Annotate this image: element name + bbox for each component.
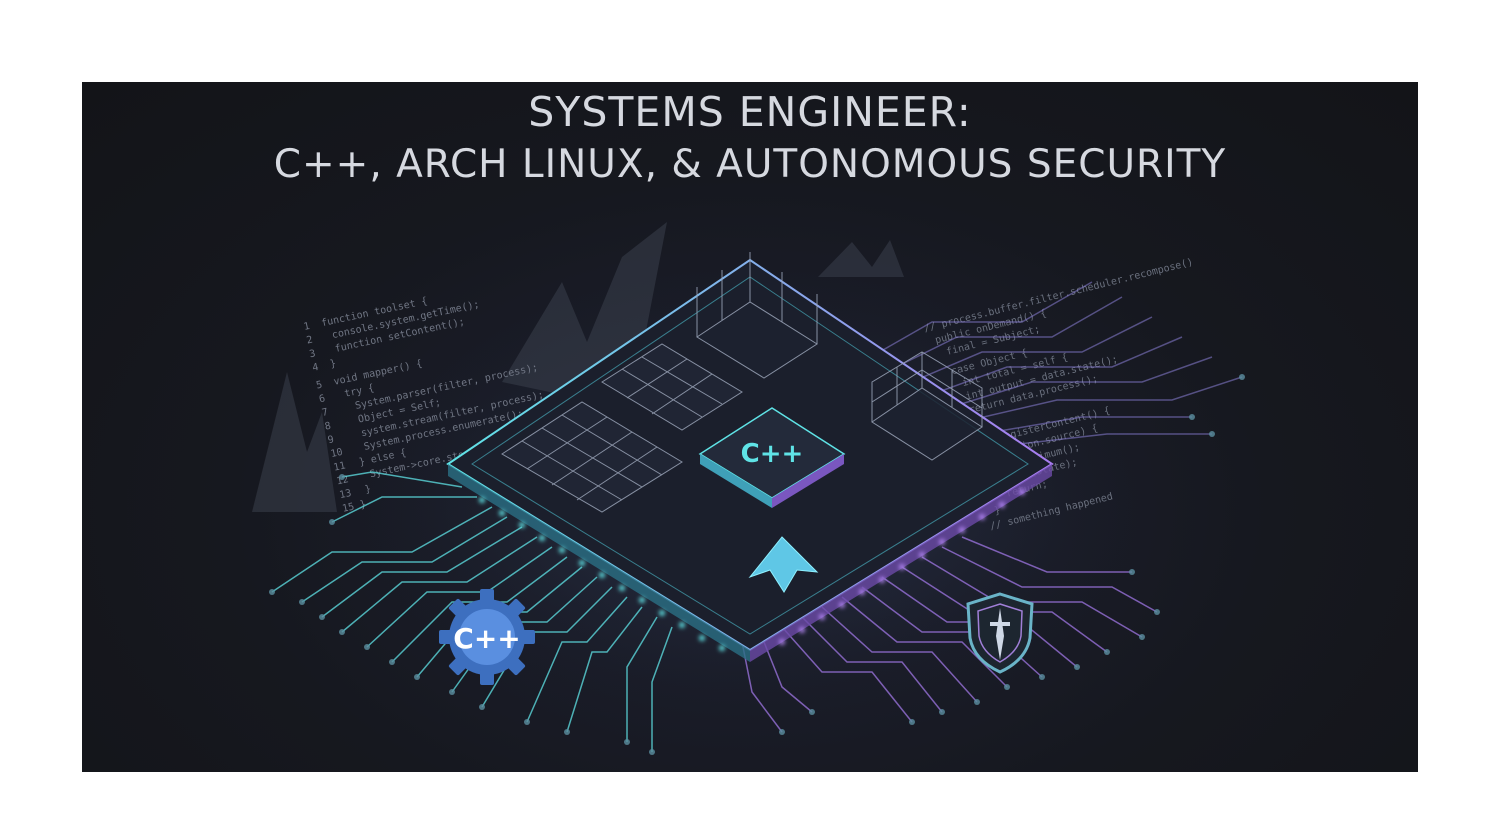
svg-text:2: 2 xyxy=(306,335,314,347)
svg-text:3: 3 xyxy=(308,348,316,360)
svg-text:}: } xyxy=(359,499,367,511)
svg-text:4: 4 xyxy=(311,362,319,374)
chip-modules xyxy=(501,252,983,513)
svg-text:}: } xyxy=(329,358,337,370)
svg-text:// process.buffer.filter.sched: // process.buffer.filter.scheduler.recom… xyxy=(923,257,1194,335)
chip-cpp-label: C++ xyxy=(741,439,804,469)
hero-banner: SYSTEMS ENGINEER: C++, ARCH LINUX, & AUT… xyxy=(82,82,1418,772)
via-dots xyxy=(269,374,1245,755)
chip-pins xyxy=(479,489,1025,651)
arch-linux-icon xyxy=(748,536,819,593)
svg-text:}: } xyxy=(993,505,1002,517)
title-line-1: SYSTEMS ENGINEER: xyxy=(528,88,972,136)
svg-text:11: 11 xyxy=(333,460,347,473)
title-line-2: C++, ARCH LINUX, & AUTONOMOUS SECURITY xyxy=(273,142,1227,187)
gear-cpp-label: C++ xyxy=(453,622,520,655)
svg-text:8: 8 xyxy=(324,421,332,433)
cpp-chip-icon: C++ xyxy=(698,407,846,508)
svg-text:13: 13 xyxy=(338,488,352,501)
circuit-traces xyxy=(271,281,1243,752)
svg-text:7: 7 xyxy=(321,407,329,419)
shield-dagger-icon xyxy=(966,592,1034,674)
svg-text:9: 9 xyxy=(327,434,335,446)
svg-text:6: 6 xyxy=(318,393,326,405)
svg-text:1: 1 xyxy=(303,321,311,333)
svg-text:5: 5 xyxy=(315,380,323,392)
svg-text:}: } xyxy=(364,484,372,496)
svg-text:10: 10 xyxy=(330,447,344,460)
circuit-illustration: function toolset { console.system.getTim… xyxy=(252,222,1245,755)
cpp-gear-icon: C++ xyxy=(439,589,535,685)
